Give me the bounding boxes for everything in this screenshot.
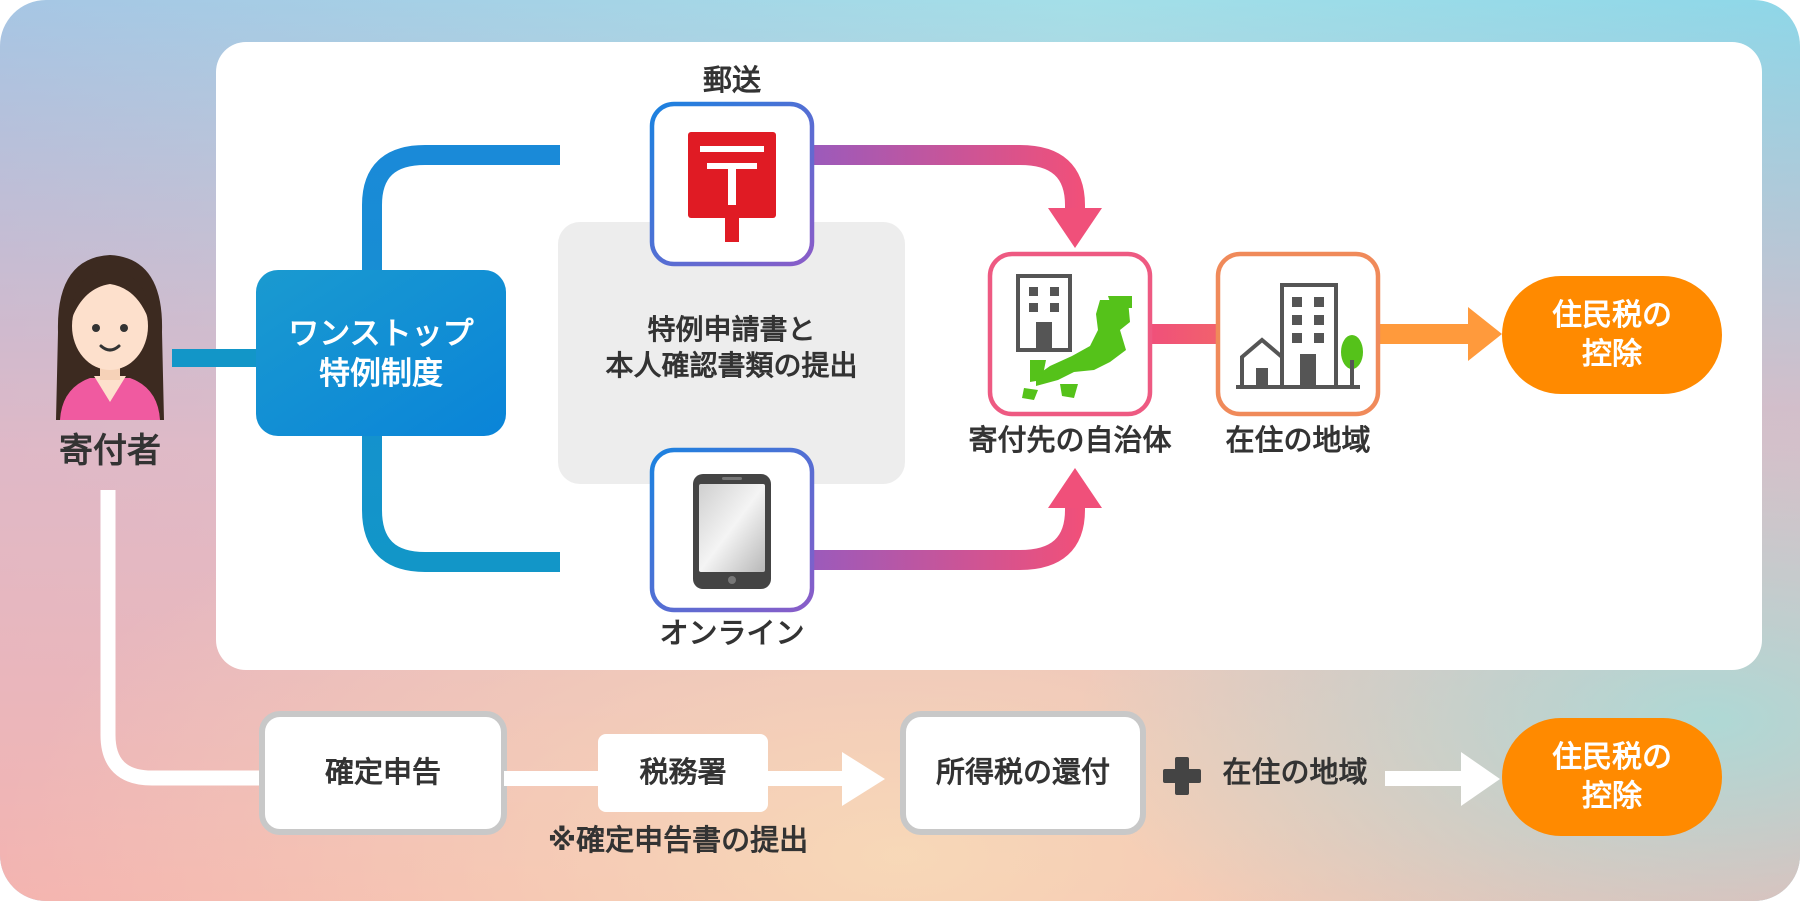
municipality-japan-icon <box>1016 274 1132 400</box>
submission-label: 特例申請書と 本人確認書類の提出 <box>605 313 858 383</box>
refund-box <box>900 711 1146 835</box>
refund-label: 所得税の還付 <box>935 755 1110 789</box>
submission-panel <box>558 222 905 484</box>
tax-return-connector <box>504 771 600 786</box>
result-top-label: 住民税の 控除 <box>1552 298 1672 372</box>
smartphone-icon <box>693 474 771 589</box>
residence-connector <box>1385 771 1463 786</box>
donor-label: 寄付者 <box>59 431 161 471</box>
plus-icon <box>1163 757 1201 795</box>
onestop-box <box>256 270 506 436</box>
mail-flow-line <box>800 145 1085 212</box>
mail-label: 郵送 <box>702 63 761 97</box>
postbox-icon <box>688 132 776 242</box>
tax-office-note: ※確定申告書の提出 <box>547 823 809 857</box>
online-flow-arrow <box>1048 468 1102 508</box>
online-label: オンライン <box>659 616 805 650</box>
tax-return-branch-line <box>100 490 262 786</box>
residence-bottom-label: 在住の地域 <box>1222 755 1368 789</box>
mail-flow-arrow <box>1048 208 1102 248</box>
residence-top-label: 在住の地域 <box>1225 423 1371 457</box>
donor-avatar-icon <box>56 255 164 420</box>
tax-office-arrow <box>842 752 885 806</box>
online-flow-line <box>800 503 1085 570</box>
onestop-label: ワンストップ 特例制度 <box>288 316 474 393</box>
result-bottom-pill <box>1502 718 1722 836</box>
city-icon <box>1236 283 1363 389</box>
donor-connector <box>172 349 262 367</box>
municipality-label: 寄付先の自治体 <box>968 423 1172 457</box>
residence-arrow <box>1461 752 1500 806</box>
tax-return-label: 確定申告 <box>324 755 441 789</box>
result-bottom-label: 住民税の 控除 <box>1552 740 1672 814</box>
result-arrow <box>1468 307 1502 361</box>
tax-office-box <box>598 734 768 812</box>
result-connector <box>1380 324 1470 344</box>
tax-office-label: 税務署 <box>639 755 727 789</box>
result-top-pill <box>1502 276 1722 394</box>
tax-office-connector <box>768 771 844 786</box>
